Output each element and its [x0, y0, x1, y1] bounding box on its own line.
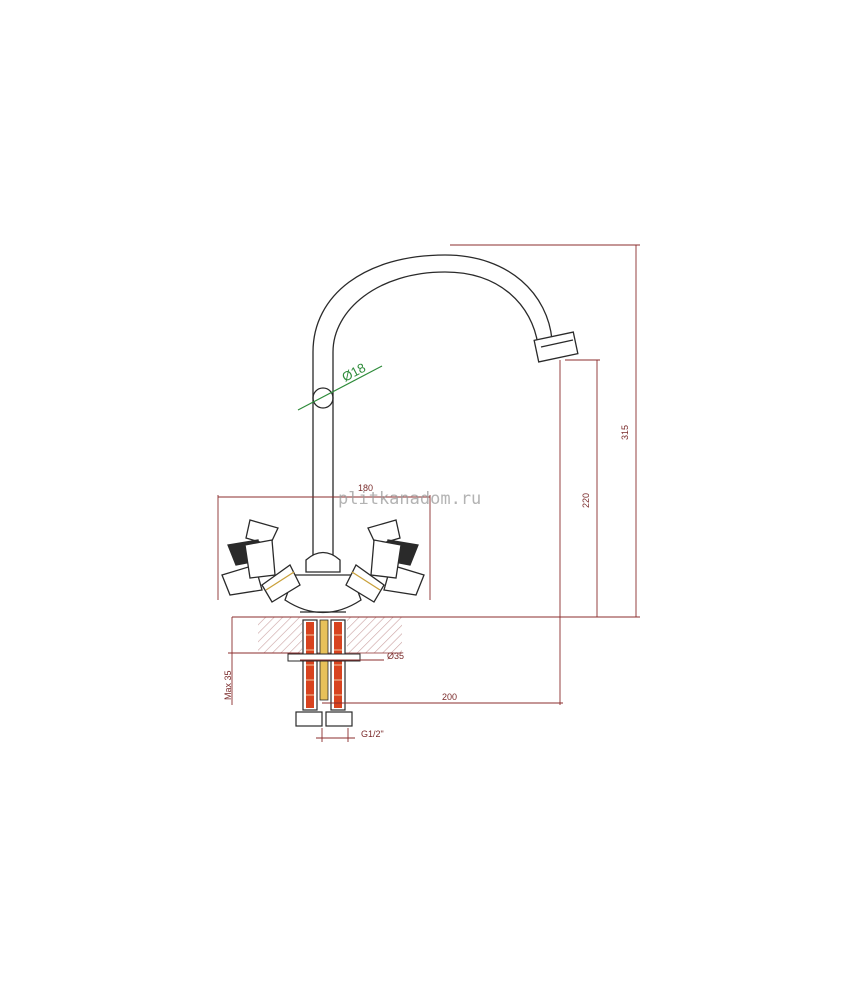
pipe-diameter-marker: Ø18 — [297, 360, 383, 411]
spout-reach-label: 200 — [442, 692, 457, 702]
total-height-label: 315 — [620, 425, 630, 440]
spout-height-label: 220 — [581, 493, 591, 508]
thread-label: G1/2" — [361, 729, 384, 739]
max-thickness-label: Max 35 — [223, 670, 233, 700]
watermark-text: plitkanadom.ru — [338, 489, 481, 509]
handle-span-label: 180 — [358, 483, 373, 493]
right-valve-handle — [345, 519, 425, 603]
dimension-labels: 315 220 200 180 Ø35 Max 35 G1/2" — [223, 425, 630, 739]
dimension-lines — [217, 244, 640, 742]
hole-diameter-label: Ø35 — [387, 651, 404, 661]
faucet-body — [284, 551, 362, 614]
countertop-section — [232, 616, 560, 654]
left-valve-handle — [221, 519, 301, 603]
spout — [312, 254, 579, 555]
